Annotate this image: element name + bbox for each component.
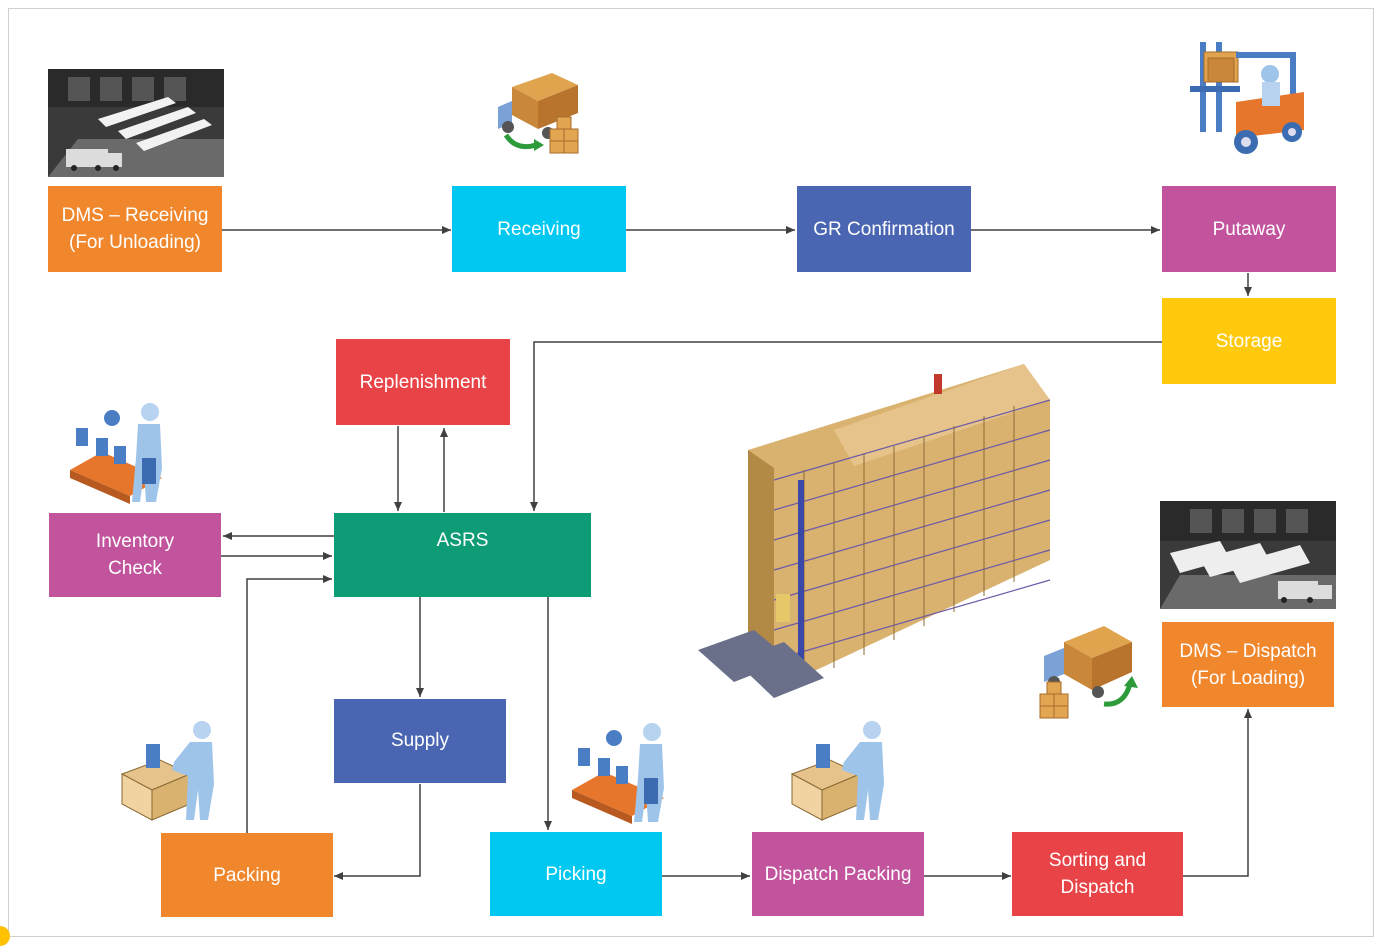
node-inventory-check: Inventory Check <box>49 513 221 597</box>
worker-conveyor-icon <box>572 723 664 824</box>
node-storage: Storage <box>1162 298 1336 384</box>
truck-dock-photo-icon <box>1160 501 1336 609</box>
forklift-icon <box>1190 42 1304 154</box>
worker-box-icon <box>790 721 884 821</box>
truck-dock-photo-icon <box>48 69 224 177</box>
edge-supply-to-packing <box>334 784 421 880</box>
node-picking: Picking <box>490 832 662 916</box>
node-dms-receiving: DMS – Receiving (For Unloading) <box>48 186 222 272</box>
corner-marker <box>0 926 10 946</box>
delivery-truck-icon <box>498 73 579 154</box>
asrs-rack-icon <box>698 364 1051 698</box>
edge-sorting-to-dms-dispatch <box>1183 709 1252 877</box>
node-receiving: Receiving <box>452 186 626 272</box>
node-gr-confirmation: GR Confirmation <box>797 186 971 272</box>
worker-box-icon <box>120 721 214 821</box>
node-sorting-dispatch: Sorting and Dispatch <box>1012 832 1183 916</box>
worker-conveyor-icon <box>70 403 162 504</box>
node-dms-dispatch: DMS – Dispatch (For Loading) <box>1162 622 1334 707</box>
delivery-truck-icon <box>1039 626 1138 719</box>
node-dispatch-packing: Dispatch Packing <box>752 832 924 916</box>
node-asrs: ASRS <box>334 513 591 597</box>
node-supply: Supply <box>334 699 506 783</box>
node-replenishment: Replenishment <box>336 339 510 425</box>
edge-storage-to-asrs <box>530 341 1162 511</box>
edge-packing-to-asrs <box>246 575 332 833</box>
node-putaway: Putaway <box>1162 186 1336 272</box>
diagram-frame <box>8 8 1374 937</box>
node-packing: Packing <box>161 833 333 917</box>
